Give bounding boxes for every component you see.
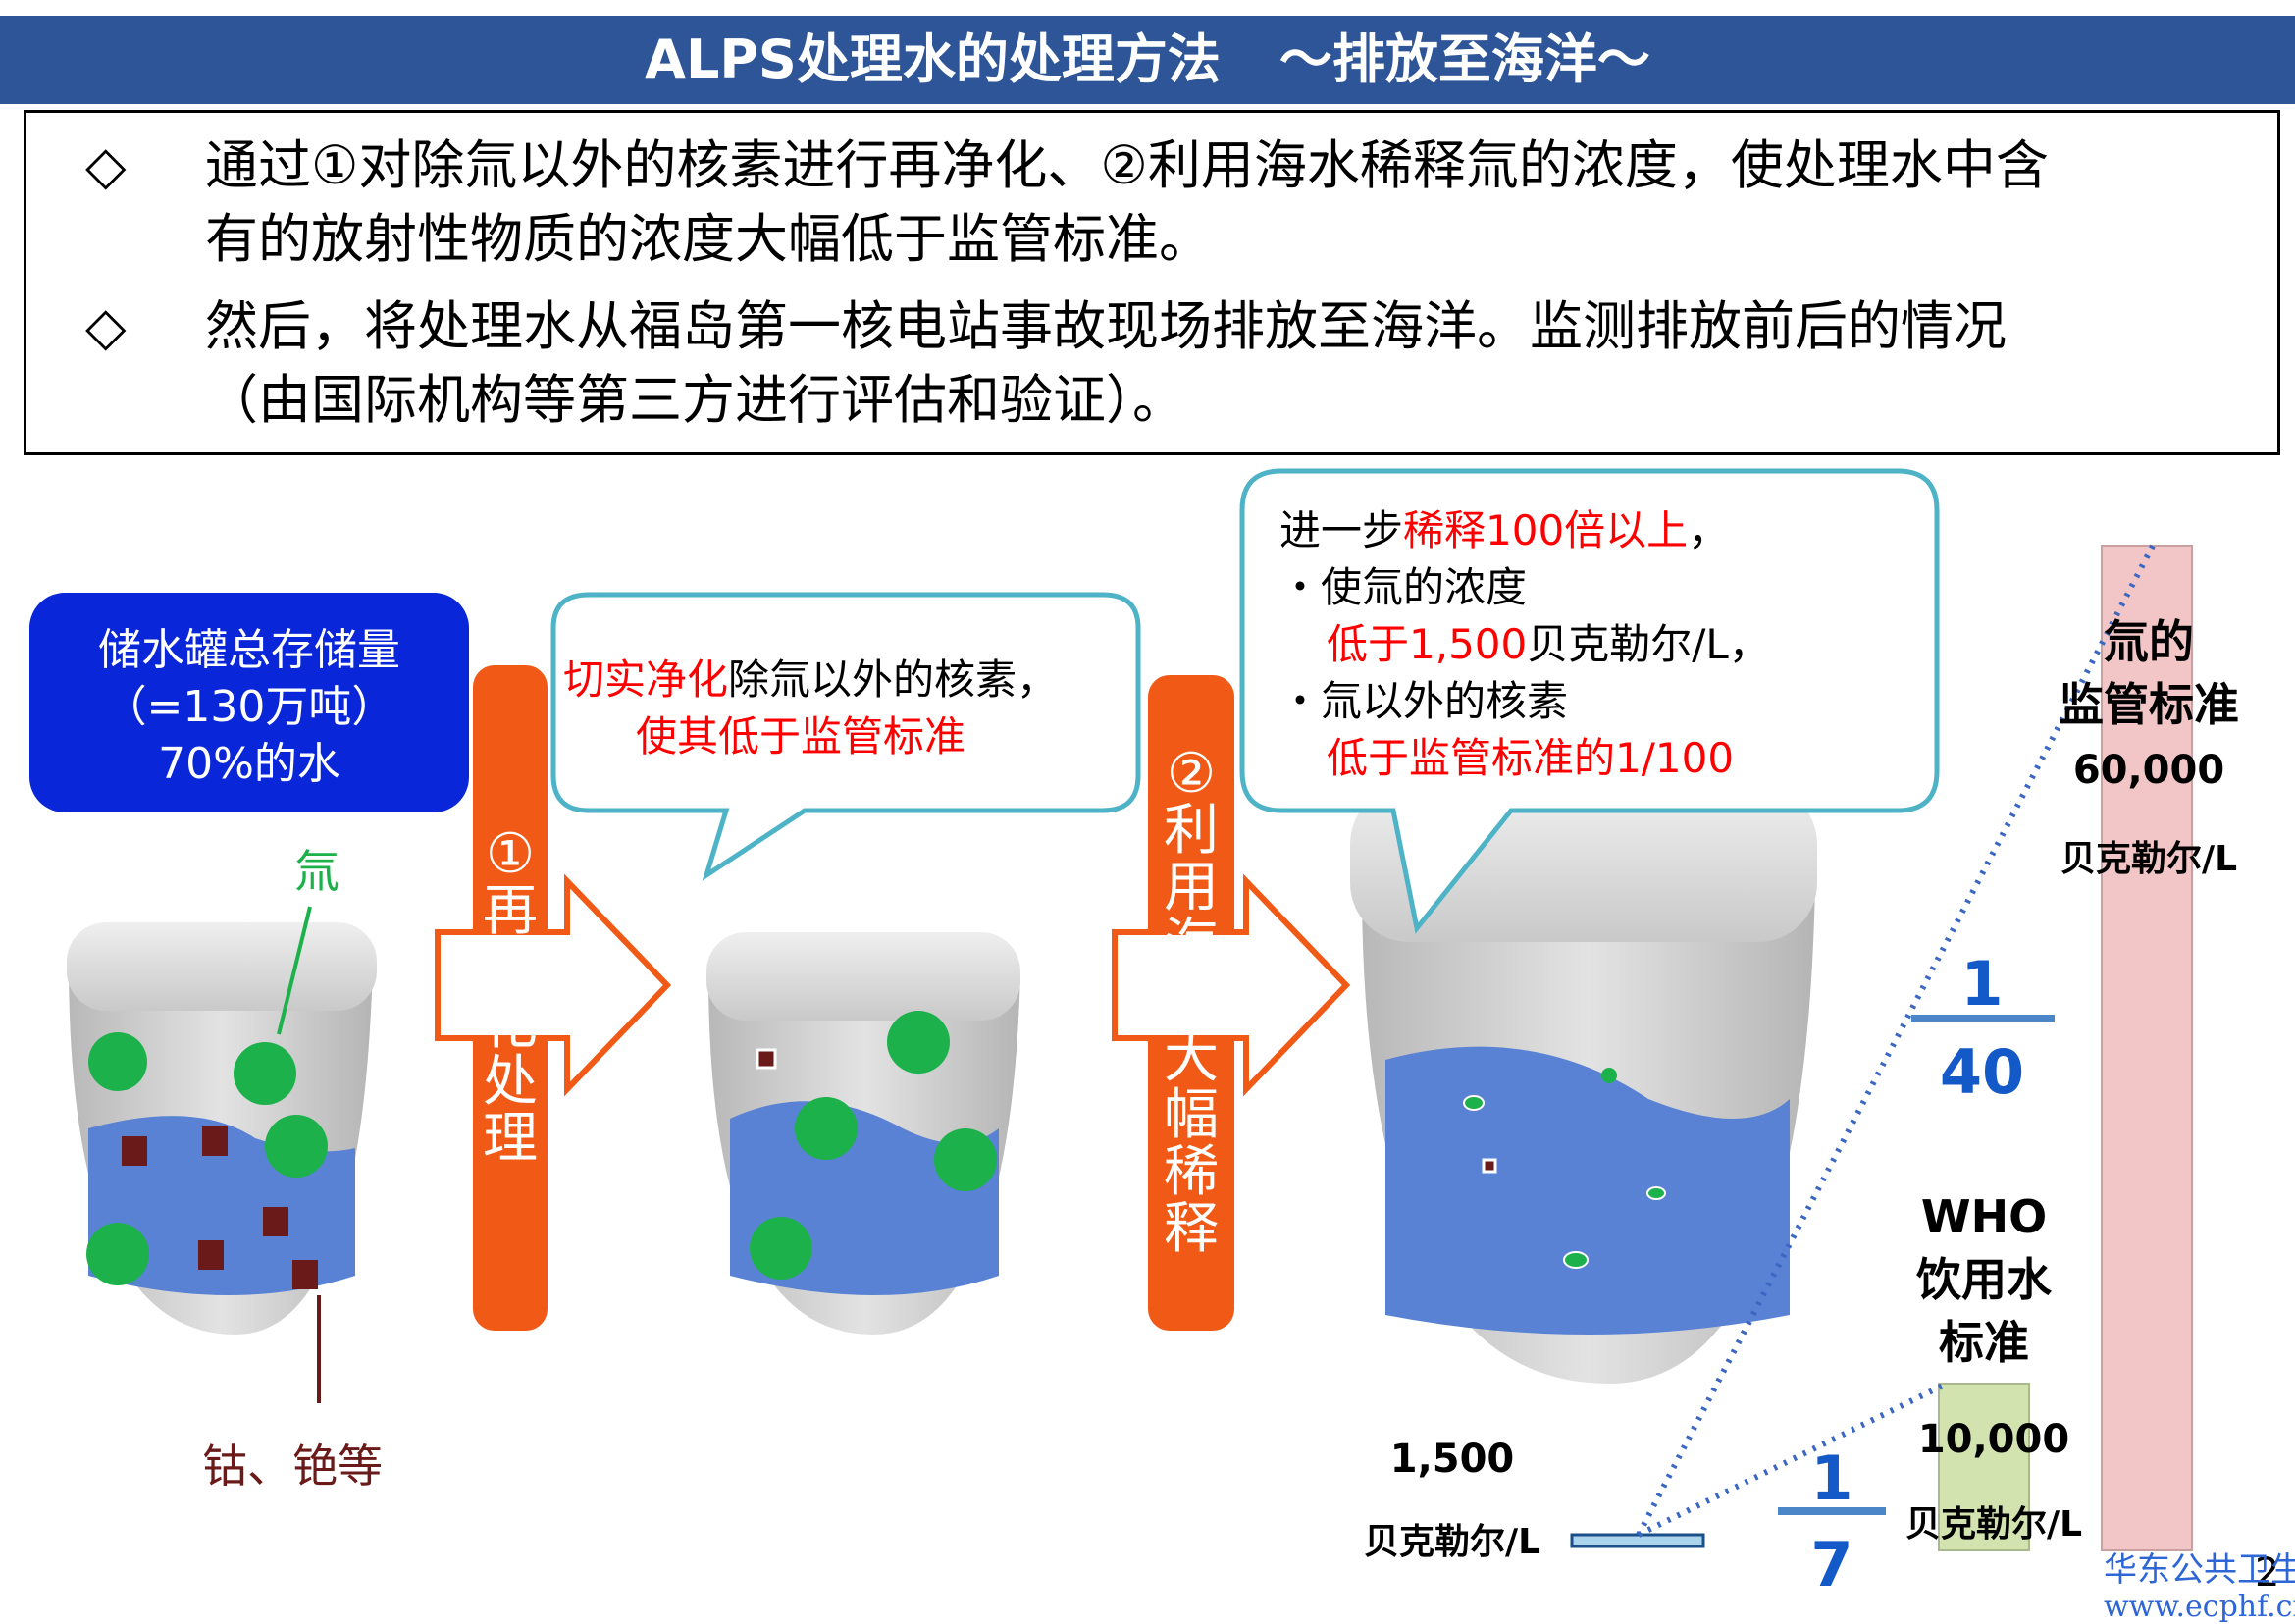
- regulatory-unit: 贝克勒尔/L: [2060, 839, 2238, 879]
- tritium-particle: [265, 1115, 328, 1178]
- fraction-7-den: 7: [1810, 1529, 1853, 1600]
- storage-line3: 70%的水: [158, 739, 340, 789]
- bullet-diamond: ◇: [85, 134, 127, 196]
- tritium-particle: [1646, 1186, 1666, 1200]
- step1-bubble-rest: 除氚以外的核素，: [728, 655, 1059, 704]
- who-label2: 饮用水: [1916, 1253, 2052, 1306]
- tritium-particle: [86, 1223, 149, 1285]
- tank-2: [706, 932, 1020, 1335]
- step1-bar-label: ① 再 净 化 处 理: [473, 665, 548, 1331]
- fraction-40-bar: [1911, 1015, 2055, 1022]
- tritium-particle: [88, 1032, 147, 1091]
- step2-char: 利: [1164, 799, 1219, 863]
- target-bar: [1570, 1533, 1705, 1548]
- step2-l3-black: 贝克勒尔/L，: [1527, 620, 1770, 668]
- step1-char: ①: [485, 822, 536, 886]
- tritium-particle: [1563, 1251, 1589, 1269]
- isotope-particle: [756, 1048, 777, 1070]
- fraction-40-den: 40: [1939, 1036, 2025, 1108]
- step1-bubble-red: 切实净化: [563, 655, 729, 704]
- intro-bullet-1-line1: 通过①对除氚以外的核素进行再净化、②利用海水稀释氚的浓度，使处理水中含: [205, 134, 2049, 196]
- isotope-particle: [1482, 1158, 1497, 1174]
- step2-char: 水: [1164, 969, 1219, 1033]
- step1-bubble-line2: 使其低于监管标准: [636, 712, 966, 760]
- intro-bullet-2-line1: 然后，将处理水从福岛第一核电站事故现场排放至海洋。监测排放前后的情况: [205, 295, 2007, 357]
- step2-char: 用: [1164, 856, 1219, 919]
- cesium-label: 钴、铯等: [202, 1440, 383, 1493]
- step2-bar-label: ② 利 用 海 水 大 幅 稀 释: [1148, 675, 1234, 1331]
- title-sub: ～排放至海洋～: [1278, 28, 1650, 90]
- step1-bubble: [550, 592, 1141, 881]
- who-label3: 标准: [1939, 1316, 2029, 1369]
- step1-bubble-text: 切实净化除氚以外的核素， 使其低于监管标准: [563, 652, 1132, 765]
- tritium-particle: [750, 1217, 812, 1280]
- intro-box: ◇ 通过①对除氚以外的核素进行再净化、②利用海水稀释氚的浓度，使处理水中含 有的…: [24, 110, 2280, 455]
- step2-char: 释: [1164, 1197, 1219, 1261]
- fraction-7-num: 1: [1810, 1442, 1853, 1514]
- storage-line2: （=130万吨）: [103, 682, 395, 732]
- step2-l4: ・氚以外的核素: [1279, 677, 1569, 725]
- tritium-particle: [934, 1128, 997, 1191]
- regulatory-label1: 氚的: [2104, 615, 2194, 668]
- ratio-line-40: [1636, 544, 2156, 1537]
- title-main: ALPS处理水的处理方法: [645, 28, 1221, 90]
- title-bar: ALPS处理水的处理方法 ～排放至海洋～: [0, 16, 2295, 104]
- step1-char: 化: [483, 993, 538, 1057]
- regulatory-label: 氚的 监管标准: [2041, 610, 2257, 736]
- target-unit: 贝克勒尔/L: [1363, 1522, 1541, 1562]
- step2-arrow: [1112, 873, 1351, 1097]
- tritium-particle: [234, 1042, 296, 1105]
- step2-l5: 低于监管标准的1/100: [1327, 734, 1735, 782]
- regulatory-value: 60,000: [2072, 748, 2225, 793]
- step2-char: 稀: [1164, 1140, 1219, 1204]
- step2-char: 幅: [1164, 1083, 1219, 1147]
- step2-l3-red: 低于1,500: [1327, 620, 1528, 668]
- tritium-label: 氚: [294, 845, 339, 898]
- bullet-diamond: ◇: [85, 295, 127, 357]
- step1-arrow: [435, 873, 672, 1097]
- tritium-particle: [795, 1097, 858, 1160]
- step2-char: ②: [1166, 742, 1217, 806]
- isotope-particle: [202, 1126, 228, 1156]
- step2-char: 海: [1164, 913, 1219, 976]
- regulatory-bar: [2101, 545, 2193, 1551]
- fraction-40-num: 1: [1960, 948, 2004, 1020]
- intro-bullet-2-line2: （由国际机构等第三方进行评估和验证）。: [205, 369, 1185, 431]
- step2-char: 大: [1164, 1026, 1219, 1090]
- storage-line1: 储水罐总存储量: [98, 625, 400, 675]
- isotope-particle: [198, 1240, 224, 1270]
- step1-char: 处: [483, 1050, 538, 1114]
- who-value: 10,000: [1917, 1417, 2070, 1462]
- watermark-url: www.ecphf.cn: [2104, 1590, 2295, 1624]
- isotope-particle: [292, 1260, 318, 1289]
- step2-l1-end: ，: [1688, 506, 1730, 554]
- step1-char: 净: [483, 936, 538, 1000]
- step1-char: 理: [483, 1107, 538, 1171]
- step2-bubble-text: 进一步稀释100倍以上， ・使氚的浓度 低于1,500贝克勒尔/L， ・氚以外的…: [1279, 502, 1917, 787]
- regulatory-label2: 监管标准: [2059, 678, 2239, 731]
- watermark-text: 华东公共卫生: [2104, 1550, 2295, 1590]
- tank-1: [67, 906, 377, 1403]
- tritium-leader-line: [277, 906, 312, 1035]
- who-bar: [1938, 1383, 2030, 1551]
- who-unit: 贝克勒尔/L: [1904, 1504, 2083, 1545]
- storage-box: 储水罐总存储量 （=130万吨） 70%的水: [29, 593, 469, 812]
- who-label: WHO 饮用水 标准: [1876, 1185, 2092, 1374]
- who-label1: WHO: [1920, 1190, 2048, 1243]
- intro-bullet-1-line2: 有的放射性物质的浓度大幅低于监管标准。: [205, 208, 1212, 270]
- target-value: 1,500: [1389, 1437, 1515, 1482]
- step2-l1-black: 进一步: [1279, 506, 1404, 554]
- fraction-7-bar: [1778, 1507, 1886, 1515]
- step1-char: 再: [483, 879, 538, 943]
- tritium-particle: [1601, 1068, 1617, 1083]
- step2-l1-red: 稀释100倍以上: [1403, 506, 1689, 554]
- isotope-particle: [122, 1136, 147, 1166]
- step2-bubble: [1239, 468, 1940, 934]
- tritium-particle: [1463, 1095, 1485, 1111]
- isotope-particle: [263, 1207, 288, 1236]
- page-number: 2: [2255, 1550, 2280, 1596]
- step2-l2: ・使氚的浓度: [1279, 563, 1528, 611]
- tritium-particle: [887, 1011, 950, 1074]
